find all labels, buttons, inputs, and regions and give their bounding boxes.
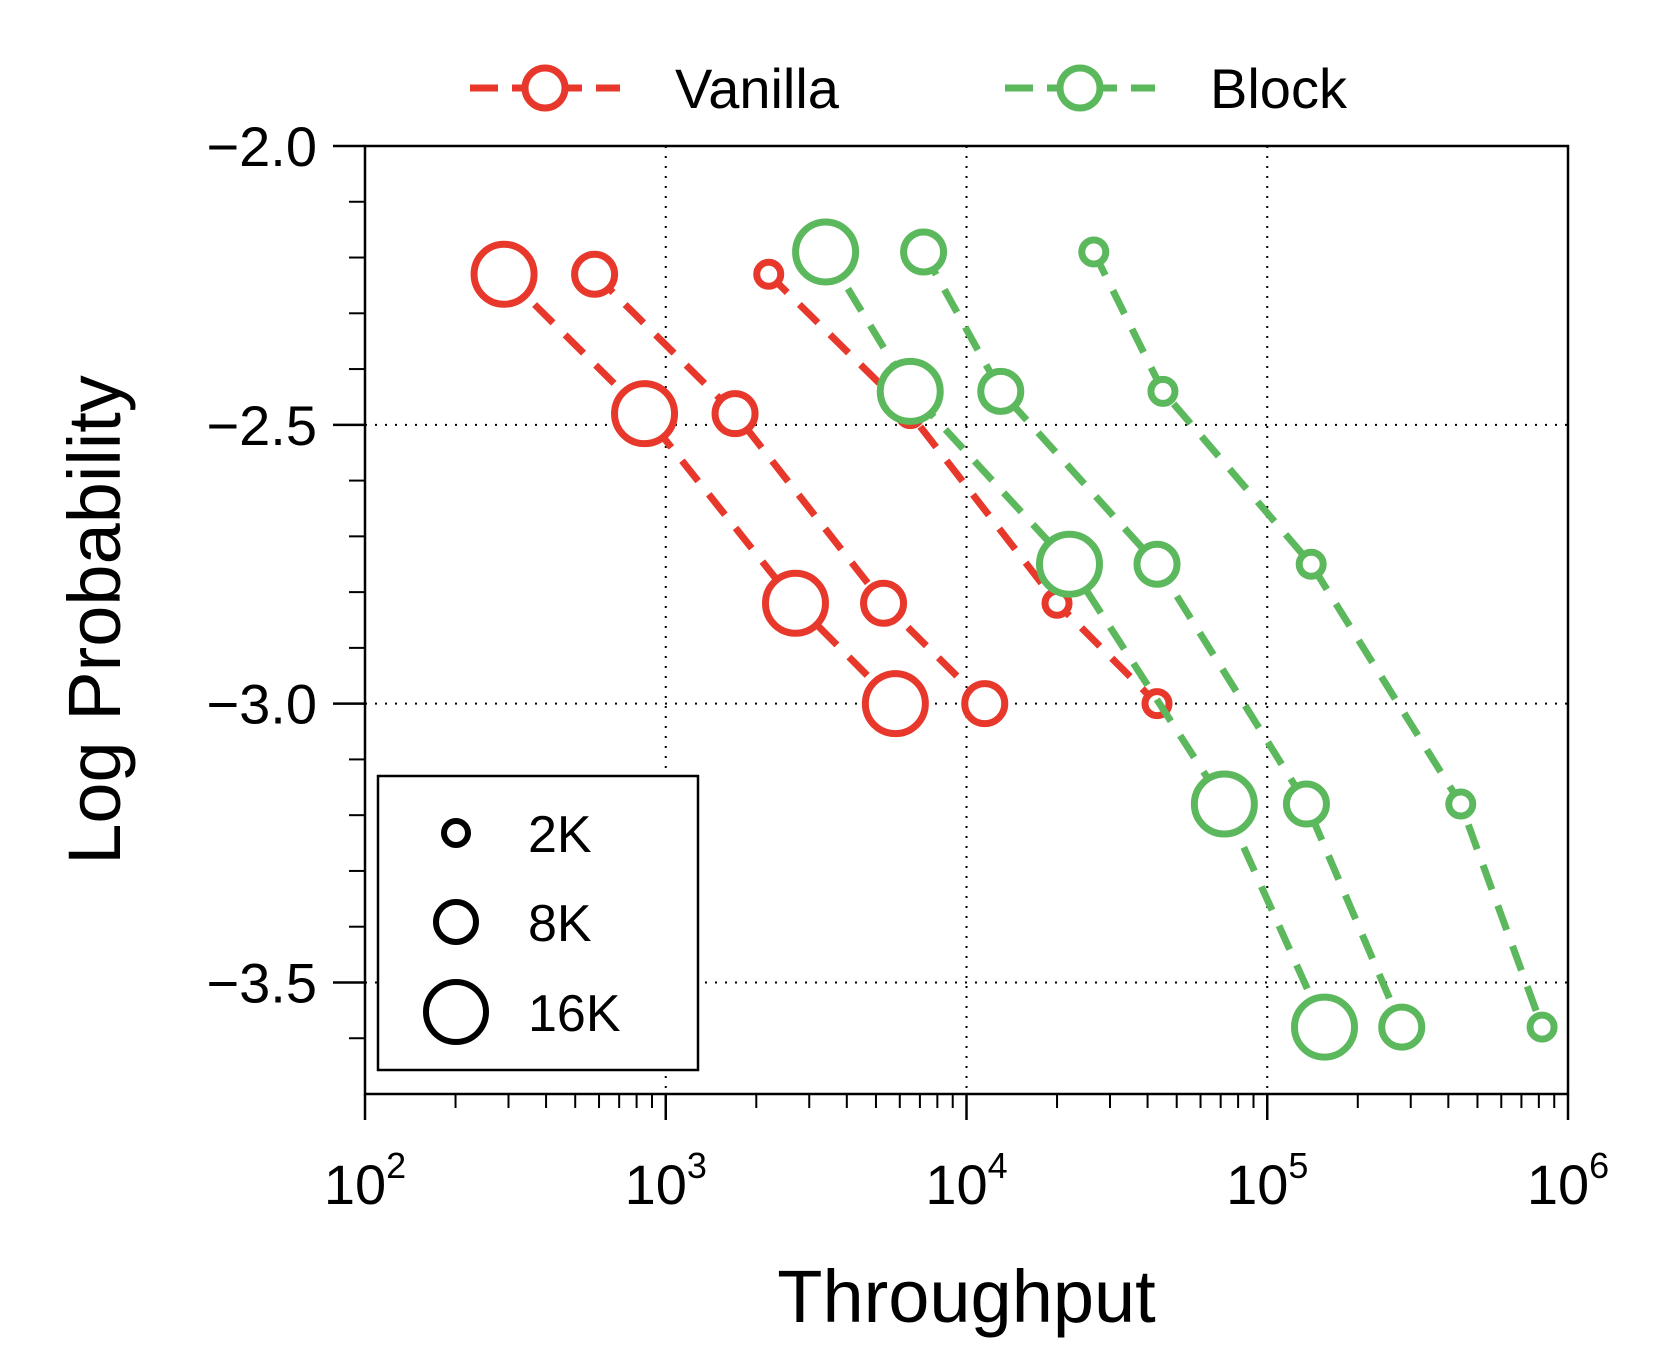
y-tick-label: −2.5 (206, 394, 317, 457)
x-axis-title: Throughput (777, 1255, 1156, 1338)
legend-label: Vanilla (675, 57, 840, 120)
data-point (1190, 770, 1258, 838)
size-legend-item-8k: 8K (433, 895, 592, 953)
y-tick-label: −3.5 (206, 951, 317, 1014)
size-legend-item-2k: 2K (441, 806, 592, 864)
size-legend-box (376, 774, 700, 1072)
legend-marker (1056, 64, 1104, 112)
x-tick-label: 103 (625, 1145, 707, 1216)
y-tick-label: −2.0 (206, 115, 317, 178)
data-point (792, 218, 860, 286)
size-legend-marker (441, 818, 471, 848)
data-point (753, 258, 785, 290)
data-point (1133, 540, 1181, 588)
y-axis-title: Log Probability (53, 375, 136, 865)
size-legend-label: 8K (528, 895, 592, 953)
data-point (611, 380, 679, 448)
x-tick-label: 106 (1527, 1145, 1609, 1216)
series-block-2k (1078, 236, 1558, 1043)
data-point (1445, 788, 1477, 820)
x-tick-label: 104 (925, 1145, 1007, 1216)
data-point (860, 579, 908, 627)
data-point (1378, 1003, 1426, 1051)
size-legend-label: 2K (528, 806, 592, 864)
data-point (861, 670, 929, 738)
y-axis: −2.0 −2.5 −3.0 −3.5 (206, 115, 365, 1040)
series-line (592, 271, 988, 707)
plot-series (470, 218, 1558, 1061)
legend-marker (521, 64, 569, 112)
data-point (711, 390, 759, 438)
series-line (1090, 250, 1546, 1029)
series-line (501, 271, 898, 707)
size-legend-label: 16K (528, 985, 621, 1043)
data-point (1035, 530, 1103, 598)
data-point (1295, 548, 1327, 580)
size-legend: 2K 8K 16K (376, 774, 700, 1072)
data-point (876, 357, 944, 425)
x-axis: 102 103 104 105 106 (324, 1094, 1609, 1216)
x-tick-label: 102 (324, 1145, 406, 1216)
data-point (900, 228, 948, 276)
data-point (1282, 780, 1330, 828)
series-block-8k (900, 228, 1426, 1051)
series-legend: Vanilla Block (470, 57, 1348, 120)
legend-label: Block (1210, 57, 1348, 120)
legend-item-block: Block (1005, 57, 1348, 120)
data-point (470, 240, 538, 308)
series-vanilla-16k (470, 240, 929, 738)
data-point (1147, 375, 1179, 407)
data-point (571, 250, 619, 298)
y-tick-label: −3.0 (206, 673, 317, 736)
series-line (766, 271, 1160, 707)
series-vanilla-8k (571, 250, 1009, 728)
size-legend-marker (433, 899, 479, 945)
data-point (1526, 1011, 1558, 1043)
data-point (1078, 236, 1110, 268)
size-legend-item-16k: 16K (423, 979, 621, 1045)
size-legend-marker (423, 979, 489, 1045)
legend-item-vanilla: Vanilla (470, 57, 840, 120)
data-point (1290, 993, 1358, 1061)
data-point (961, 680, 1009, 728)
series-block-16k (792, 218, 1358, 1061)
data-point (761, 569, 829, 637)
data-point (977, 367, 1025, 415)
x-tick-label: 105 (1226, 1145, 1308, 1216)
